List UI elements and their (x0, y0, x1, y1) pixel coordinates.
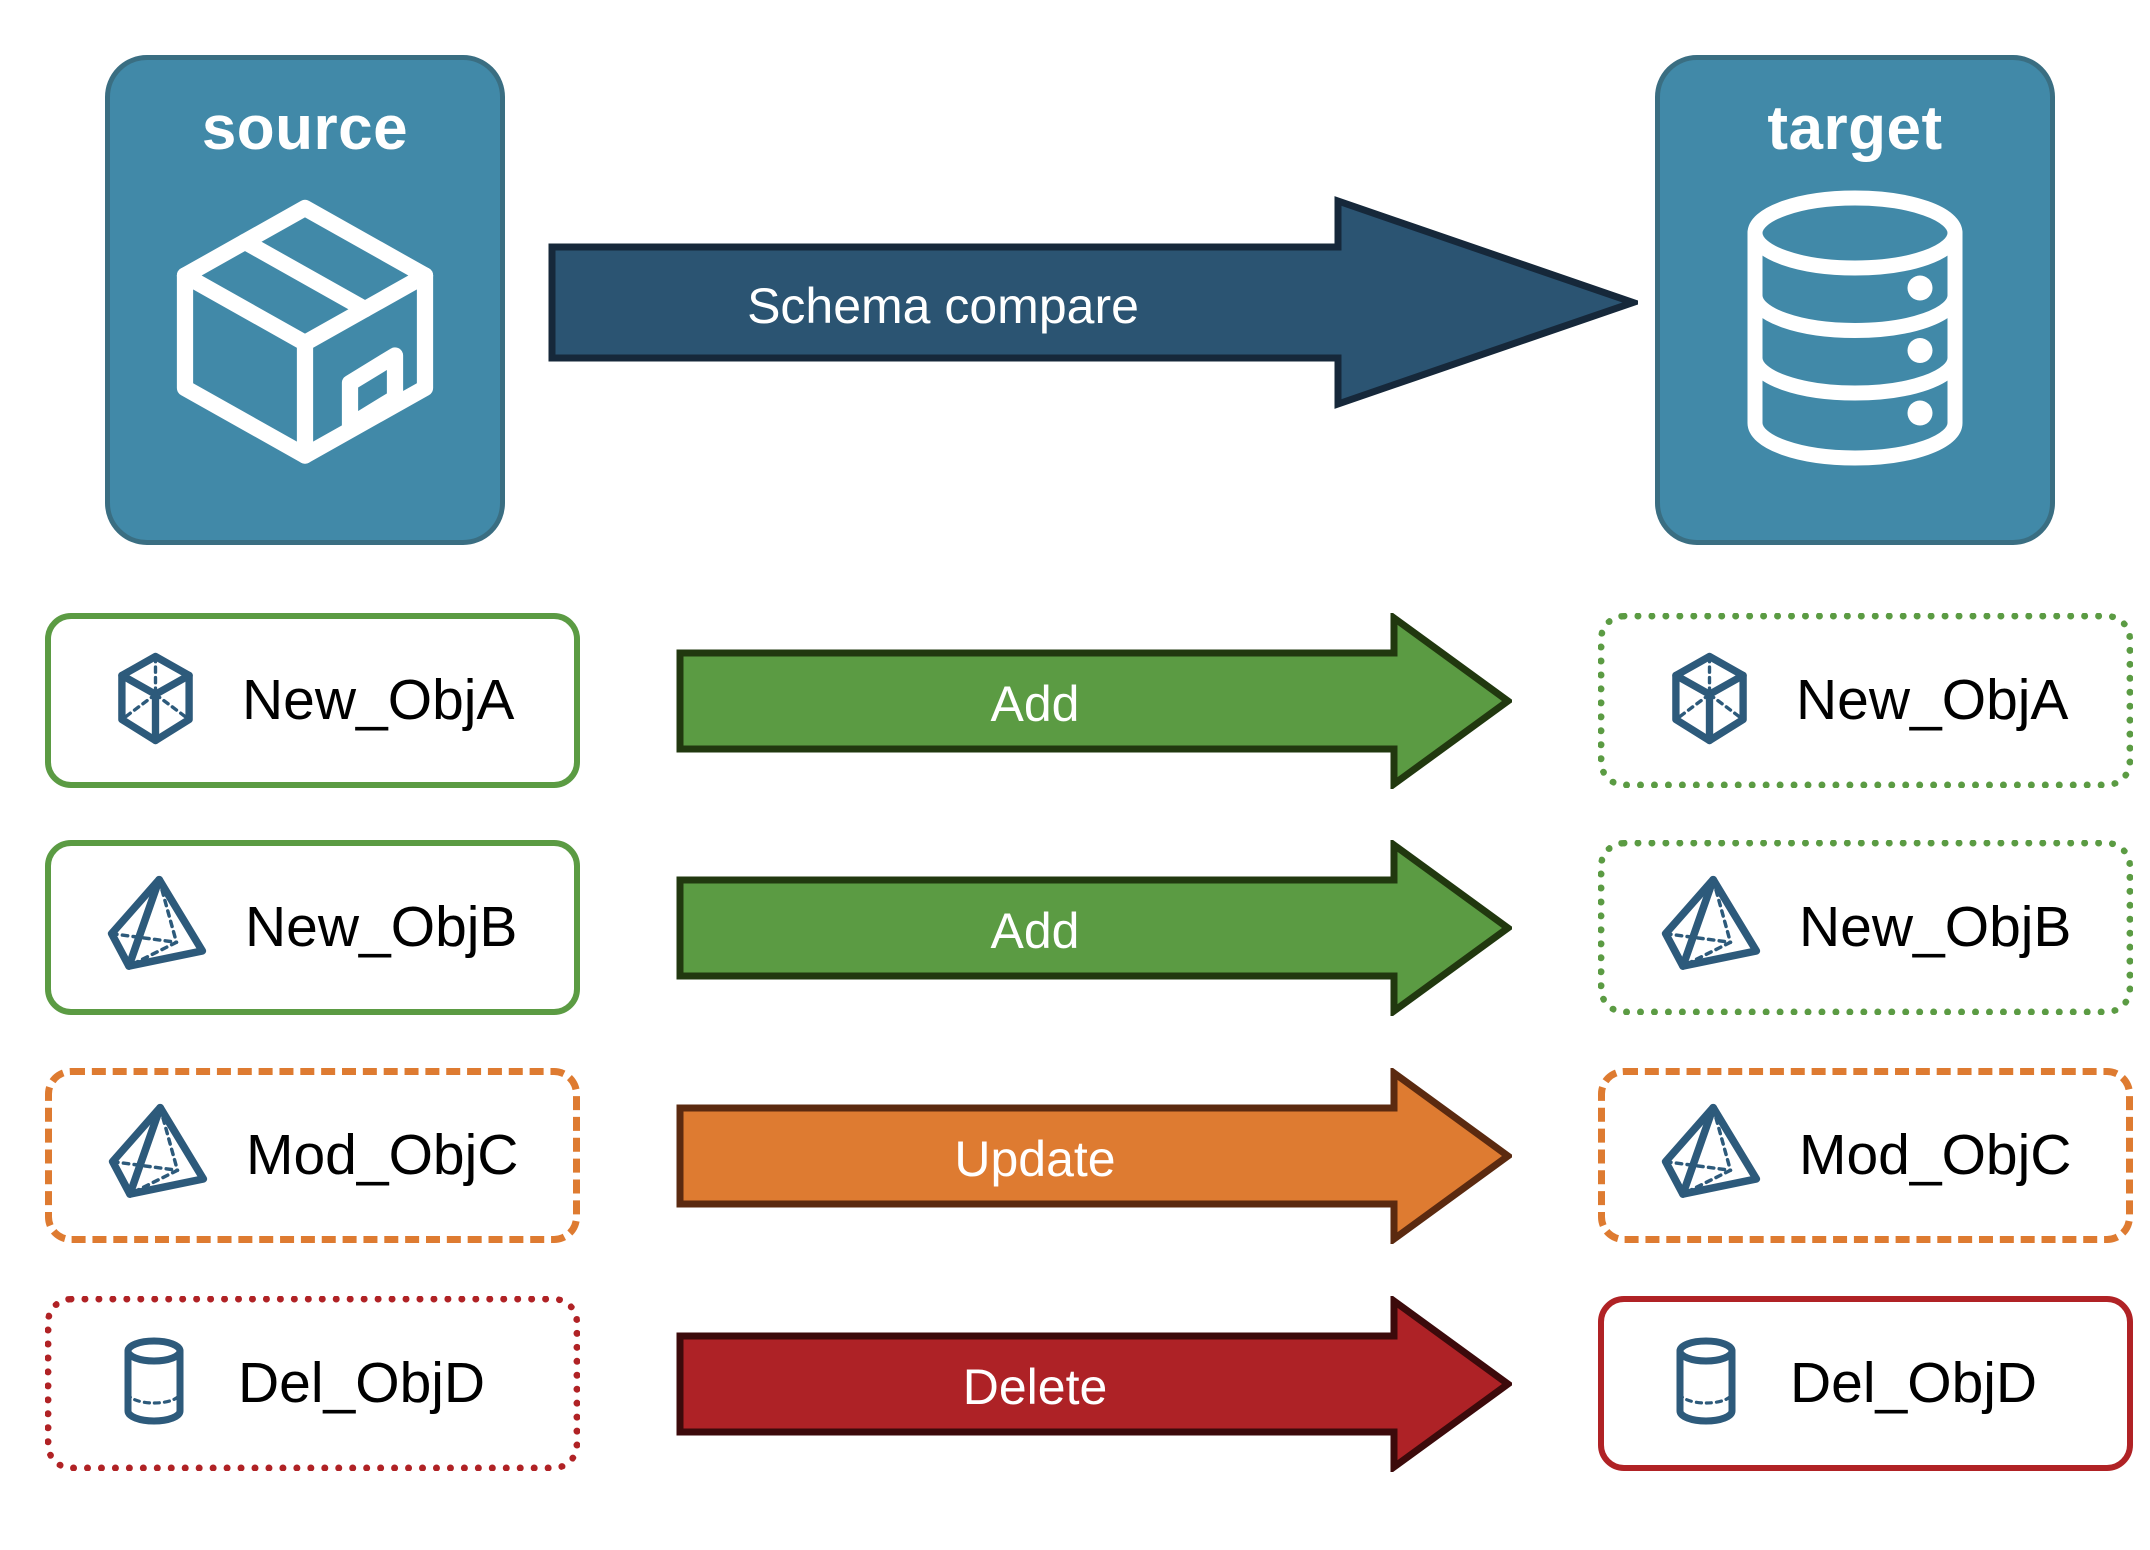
wireframe-pyramid-icon (104, 1099, 212, 1212)
source-object-label: Del_ObjD (238, 1351, 486, 1415)
target-object-label: Mod_ObjC (1799, 1123, 2072, 1187)
package-box-icon (155, 178, 455, 483)
wireframe-pyramid-icon (1657, 871, 1765, 984)
schema-compare-arrow-label: Schema compare (747, 278, 1139, 334)
target-endpoint-title: target (1767, 94, 1943, 163)
update-action-arrow: Update (676, 1066, 1514, 1246)
wireframe-pyramid-icon (103, 871, 211, 984)
database-cylinder-icon (1705, 178, 2005, 483)
source-object-label: New_ObjA (242, 668, 515, 732)
source-object-box[interactable]: New_ObjA (45, 613, 580, 788)
target-object-box[interactable]: Mod_ObjC (1598, 1068, 2133, 1243)
target-object-box[interactable]: New_ObjB (1598, 840, 2133, 1015)
add-action-arrow: Add (676, 611, 1514, 791)
source-object-label: New_ObjB (245, 895, 518, 959)
source-object-label: Mod_ObjC (246, 1123, 519, 1187)
source-endpoint-card: source (105, 55, 505, 545)
add-action-arrow-label: Add (990, 676, 1080, 732)
target-object-box[interactable]: Del_ObjD (1598, 1296, 2133, 1471)
add-action-arrow-label: Add (990, 903, 1080, 959)
delete-action-arrow: Delete (676, 1294, 1514, 1474)
add-action-arrow: Add (676, 838, 1514, 1018)
update-action-arrow-label: Update (954, 1131, 1116, 1187)
source-object-box[interactable]: Del_ObjD (45, 1296, 580, 1471)
source-endpoint-title: source (201, 94, 409, 163)
wireframe-pyramid-icon (1657, 1099, 1765, 1212)
schema-compare-arrow: Schema compare (548, 195, 1644, 410)
target-object-label: New_ObjB (1799, 895, 2072, 959)
target-endpoint-card: target (1655, 55, 2055, 545)
wireframe-cylinder-icon (1656, 1331, 1756, 1436)
source-object-box[interactable]: New_ObjB (45, 840, 580, 1015)
target-object-box[interactable]: New_ObjA (1598, 613, 2133, 788)
target-object-label: Del_ObjD (1790, 1351, 2038, 1415)
wireframe-cube-icon (1657, 646, 1762, 756)
source-object-box[interactable]: Mod_ObjC (45, 1068, 580, 1243)
wireframe-cylinder-icon (104, 1331, 204, 1436)
target-object-label: New_ObjA (1796, 668, 2069, 732)
wireframe-cube-icon (103, 646, 208, 756)
delete-action-arrow-label: Delete (962, 1359, 1108, 1415)
